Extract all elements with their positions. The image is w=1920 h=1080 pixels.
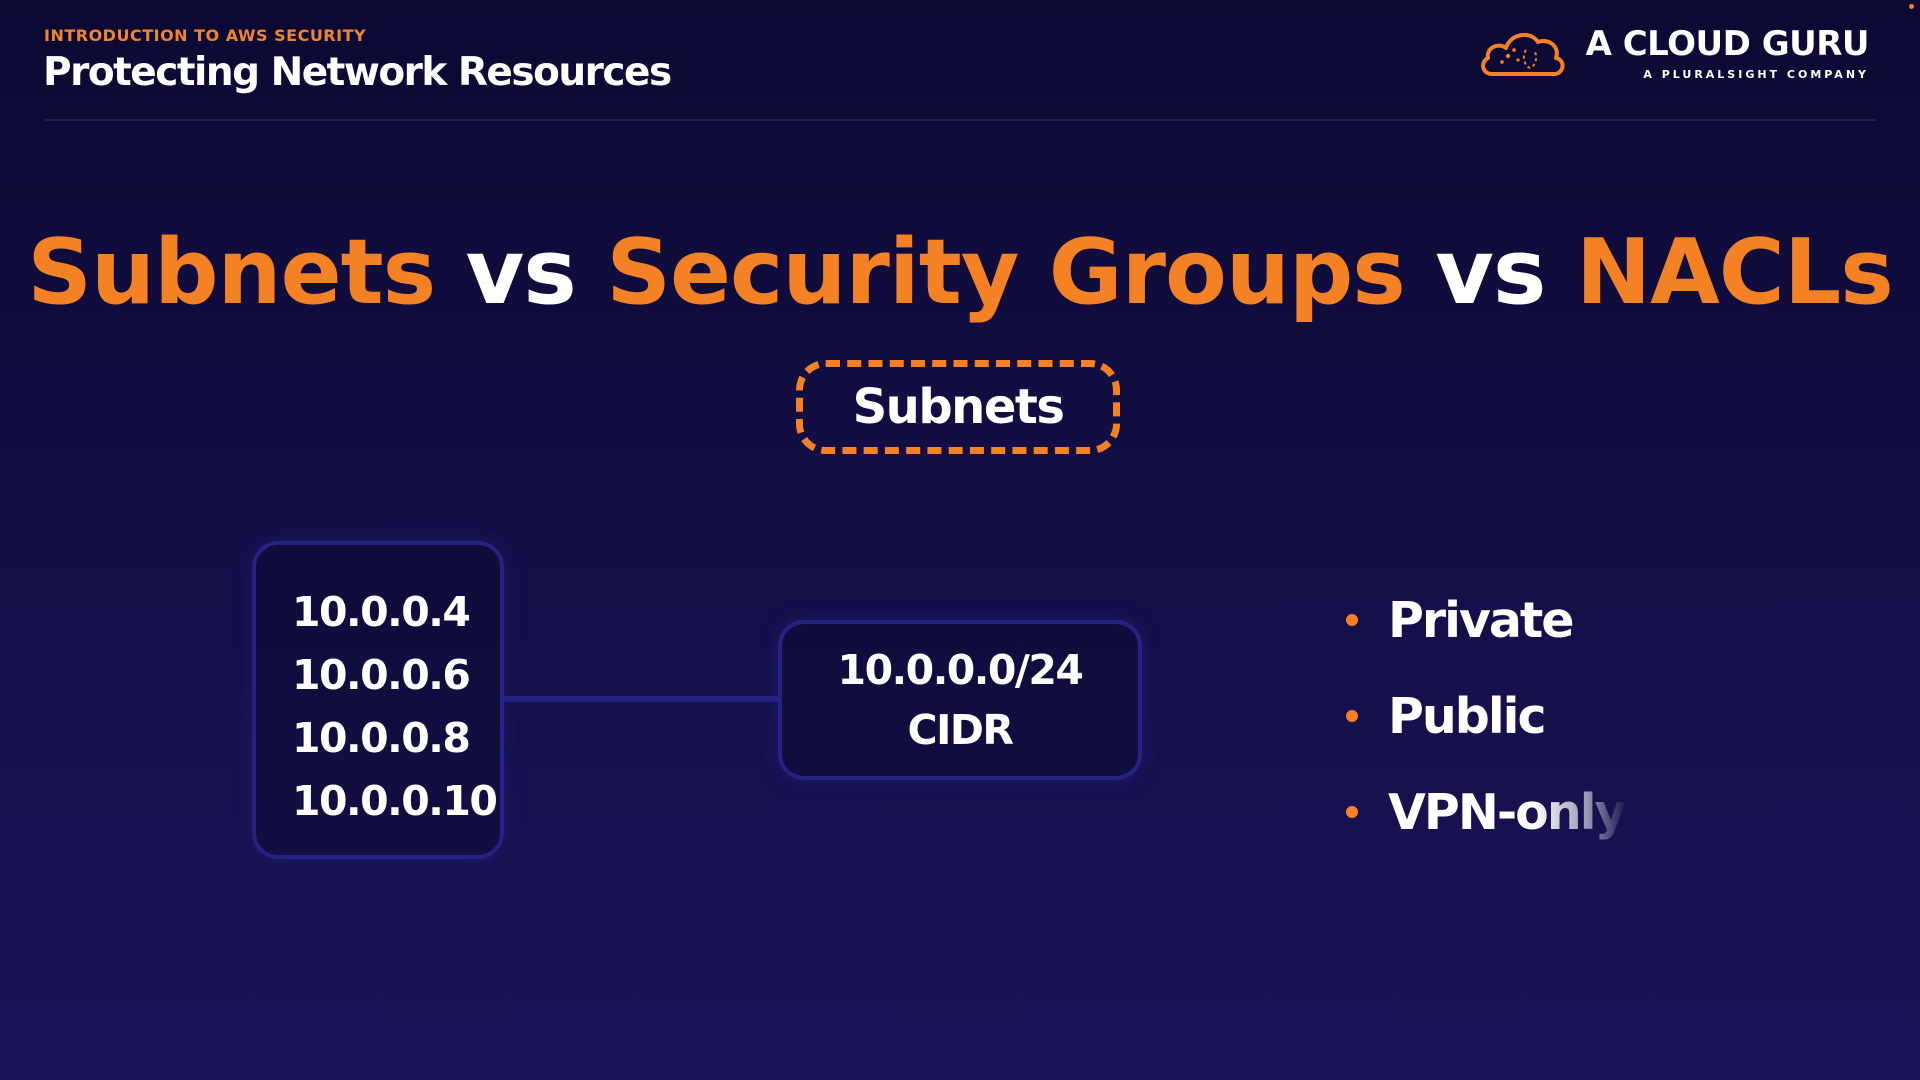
ip-address-item: 10.0.0.10 [292, 777, 498, 825]
logo-tagline: A PLURALSIGHT COMPANY [1643, 68, 1869, 82]
logo-text: A CLOUD GURU A PLURALSIGHT COMPANY [1585, 23, 1870, 82]
ip-address-item: 10.0.0.6 [292, 651, 471, 699]
ip-address-item: 10.0.0.8 [292, 714, 471, 762]
bullet-dot-icon [1346, 710, 1358, 722]
logo-name: A CLOUD GURU [1585, 23, 1870, 64]
title-nacls: NACLs [1575, 220, 1894, 325]
ip-address-item: 10.0.0.4 [292, 588, 471, 636]
bullet-vpn-only: VPN-only [1388, 783, 1626, 841]
title-vs-1: vs [465, 220, 577, 325]
list-item: VPN-only [1346, 764, 1626, 860]
connector-line [504, 696, 780, 702]
recording-indicator-icon [1909, 4, 1914, 9]
subnets-badge: Subnets [796, 360, 1120, 454]
cidr-box: 10.0.0.0/24 CIDR [778, 620, 1142, 780]
brand-logo: A CLOUD GURU A PLURALSIGHT COMPANY [1478, 23, 1870, 82]
ip-address-box: 10.0.0.4 10.0.0.6 10.0.0.8 10.0.0.10 [252, 541, 504, 859]
list-item: Public [1346, 668, 1624, 764]
title-subnets: Subnets [27, 220, 436, 325]
cloud-logo-icon [1480, 32, 1565, 76]
bullet-public: Public [1388, 687, 1547, 745]
title-vs-2: vs [1435, 220, 1546, 325]
bullet-dot-icon [1346, 614, 1358, 626]
cidr-label: CIDR [907, 706, 1014, 754]
slide-title: Subnets vs Security Groups vs NACLs [0, 220, 1920, 325]
list-item: Private [1346, 572, 1624, 668]
header-kicker: INTRODUCTION TO AWS SECURITY [44, 26, 367, 45]
bullet-dot-icon [1346, 806, 1358, 818]
header-divider [44, 119, 1876, 121]
title-security-groups: Security Groups [606, 220, 1406, 325]
page-title: Protecting Network Resources [43, 50, 672, 95]
ip-address-list: 10.0.0.4 10.0.0.6 10.0.0.8 10.0.0.10 [292, 581, 498, 833]
subnet-type-list: Private Public VPN-only [1346, 572, 1626, 860]
cidr-value: 10.0.0.0/24 [837, 646, 1084, 694]
bullet-private: Private [1388, 591, 1575, 649]
